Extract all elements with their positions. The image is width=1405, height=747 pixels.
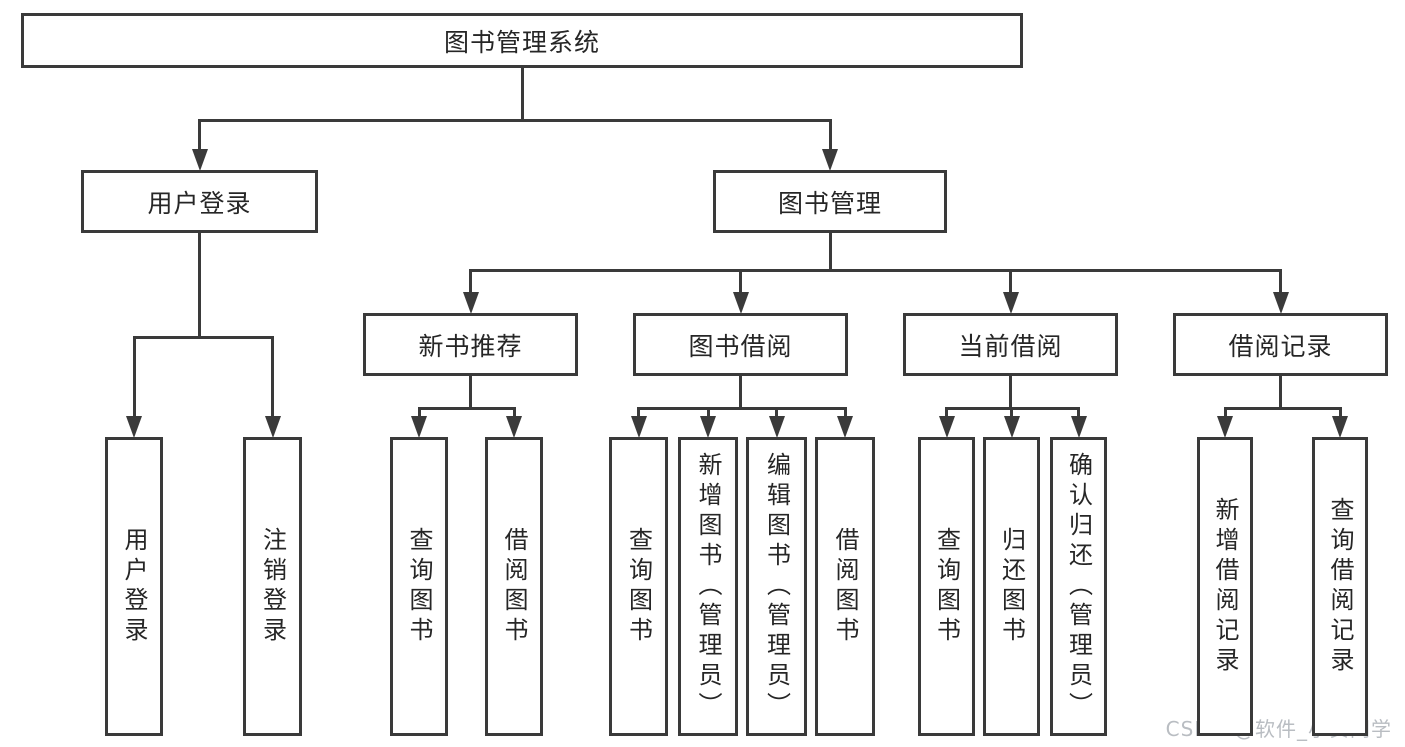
node-leaf-logout: 注销登录 xyxy=(243,437,302,736)
connector-line xyxy=(198,118,832,122)
connector-line xyxy=(843,406,847,419)
connector-line xyxy=(637,406,640,419)
node-leaf-add-borrow-record: 新增借阅记录 xyxy=(1197,437,1253,736)
connector-line xyxy=(1009,268,1012,295)
connector-line xyxy=(1279,374,1282,410)
arrowhead-icon xyxy=(1003,416,1020,438)
arrowhead-icon xyxy=(1332,416,1348,438)
arrowhead-icon xyxy=(1272,292,1289,314)
node-leaf-edit-book-admin: 编辑图书（管理员） xyxy=(746,437,807,736)
arrowhead-icon xyxy=(462,292,479,314)
node-leaf-return-book: 归还图书 xyxy=(983,437,1040,736)
connector-line xyxy=(1009,374,1012,410)
node-leaf-add-book-admin: 新增图书（管理员） xyxy=(678,437,738,736)
arrowhead-icon xyxy=(768,416,785,438)
node-leaf-confirm-return-admin: 确认归还（管理员） xyxy=(1050,437,1107,736)
connector-line xyxy=(1279,268,1282,295)
arrowhead-icon xyxy=(938,416,955,438)
connector-line xyxy=(1338,406,1342,419)
arrowhead-icon xyxy=(126,416,142,438)
node-book-borrowing: 图书借阅 xyxy=(633,313,848,376)
connector-line xyxy=(469,374,472,410)
node-leaf-borrow-books-recommend: 借阅图书 xyxy=(485,437,543,736)
connector-line xyxy=(706,406,710,419)
node-book-management: 图书管理 xyxy=(713,170,947,233)
arrowhead-icon xyxy=(1002,292,1019,314)
connector-line xyxy=(512,406,516,419)
node-leaf-query-books-recommend: 查询图书 xyxy=(390,437,448,736)
arrowhead-icon xyxy=(191,149,208,171)
node-borrowing-records: 借阅记录 xyxy=(1173,313,1388,376)
connector-line xyxy=(1223,406,1227,419)
arrowhead-icon xyxy=(837,416,853,438)
connector-line xyxy=(198,231,201,339)
connector-line xyxy=(417,406,421,419)
connector-line xyxy=(520,66,524,122)
arrowhead-icon xyxy=(630,416,647,438)
arrowhead-icon xyxy=(506,416,522,438)
connector-line xyxy=(828,118,832,152)
node-root: 图书管理系统 xyxy=(21,13,1023,68)
connector-line xyxy=(739,268,742,295)
connector-line xyxy=(775,406,778,419)
connector-line xyxy=(271,335,274,419)
connector-line xyxy=(417,406,516,410)
connector-line xyxy=(132,335,136,419)
node-user-login: 用户登录 xyxy=(81,170,318,233)
connector-line xyxy=(637,406,847,410)
connector-line xyxy=(469,268,1282,272)
node-leaf-query-books-borrowing: 查询图书 xyxy=(609,437,668,736)
arrowhead-icon xyxy=(1217,416,1233,438)
connector-line xyxy=(1223,406,1342,410)
arrowhead-icon xyxy=(1070,416,1087,438)
node-leaf-query-borrow-record: 查询借阅记录 xyxy=(1312,437,1368,736)
arrowhead-icon xyxy=(700,416,716,438)
node-current-borrowing: 当前借阅 xyxy=(903,313,1118,376)
connector-line xyxy=(198,118,201,152)
arrowhead-icon xyxy=(822,149,838,171)
connector-line xyxy=(469,268,472,295)
connector-line xyxy=(828,231,832,272)
connector-line xyxy=(739,374,742,410)
node-new-book-recommend: 新书推荐 xyxy=(363,313,578,376)
node-leaf-user-login: 用户登录 xyxy=(105,437,163,736)
arrowhead-icon xyxy=(732,292,749,314)
connector-line xyxy=(1010,406,1013,419)
connector-line xyxy=(945,406,948,419)
arrowhead-icon xyxy=(411,416,427,438)
arrowhead-icon xyxy=(264,416,281,438)
connector-line xyxy=(132,335,274,339)
connector-line xyxy=(1077,406,1080,419)
node-leaf-query-books-current: 查询图书 xyxy=(918,437,975,736)
node-leaf-borrow-books-borrowing: 借阅图书 xyxy=(815,437,875,736)
